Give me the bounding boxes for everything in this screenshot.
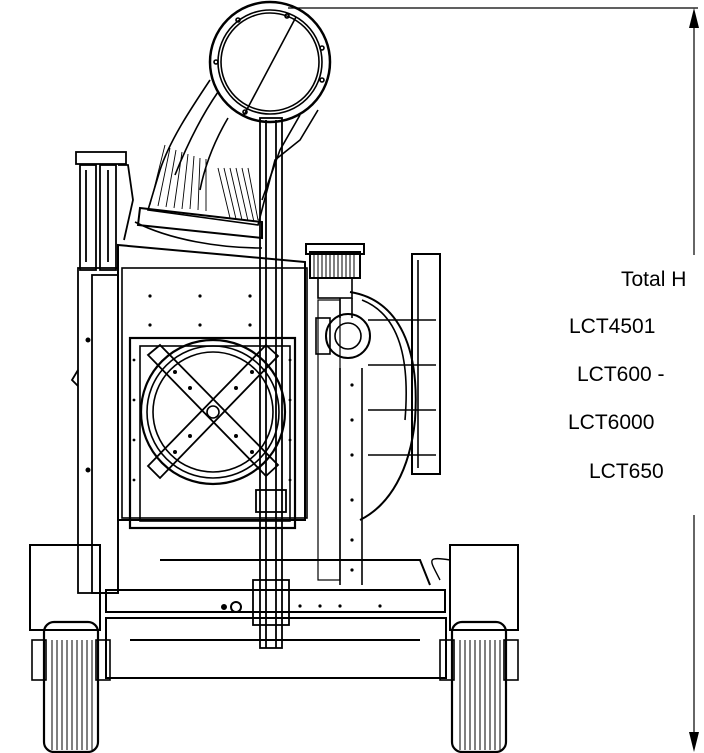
dimension-label-lct6000: LCT6000 <box>568 411 655 434</box>
dimension-label-lct4501: LCT4501 <box>569 315 656 338</box>
dimension-label-lct650: LCT650 <box>589 460 664 483</box>
dimension-label-total-height: Total H <box>621 268 687 291</box>
fan-grille <box>139 338 287 486</box>
central-mast <box>252 117 290 649</box>
outlet-duct <box>134 0 332 249</box>
left-wheel <box>31 620 111 753</box>
arrow-up-icon <box>689 8 699 28</box>
arrow-down-icon <box>689 732 699 752</box>
left-frame <box>70 151 134 594</box>
right-wheel <box>439 620 519 753</box>
pump-assembly <box>305 243 441 585</box>
chassis <box>29 544 519 679</box>
fan-housing <box>117 243 308 530</box>
dimension-label-lct600: LCT600 - <box>577 363 665 386</box>
dimension-line <box>288 7 699 752</box>
